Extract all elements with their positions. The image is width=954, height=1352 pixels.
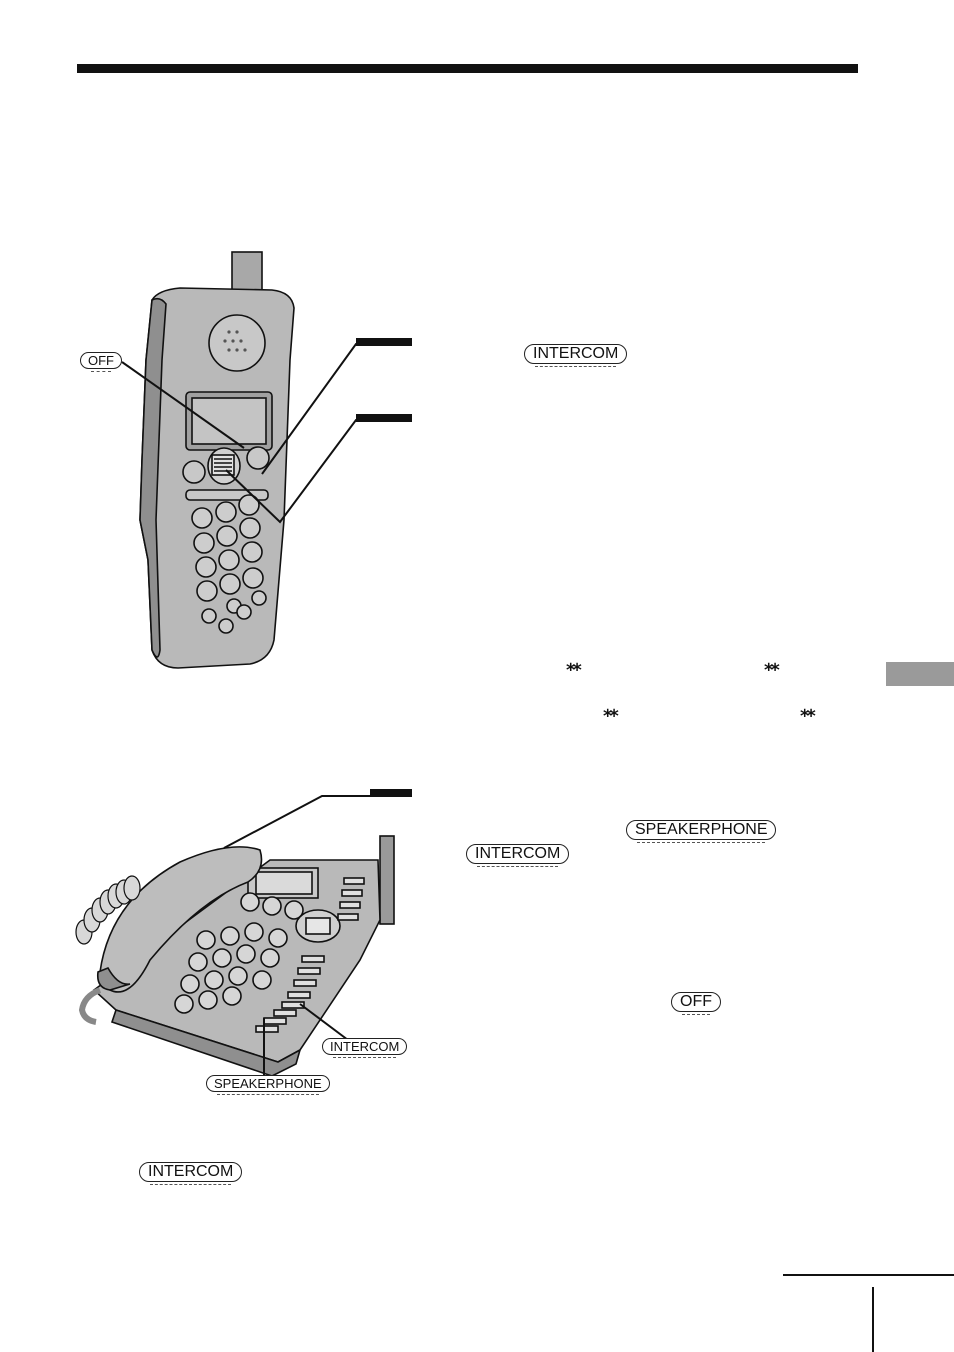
intercom-callout-label: INTERCOM xyxy=(322,1038,408,1058)
callout-arrow-3 xyxy=(370,789,412,797)
bottom-rule xyxy=(783,1274,954,1276)
callout-arrow-1 xyxy=(356,338,412,346)
base-handset xyxy=(99,846,263,993)
intercom-key-label: INTERCOM xyxy=(524,344,628,367)
off-key-label: OFF xyxy=(671,992,721,1015)
star-pair-symbol: ⁎⁎ xyxy=(800,701,816,722)
top-rule xyxy=(77,64,858,73)
cordless-handset-illustration xyxy=(139,251,295,669)
intercom-key-label-2: INTERCOM xyxy=(466,844,570,867)
base-intercom-key xyxy=(305,917,331,935)
handset-earpiece xyxy=(208,314,266,372)
speakerphone-callout-label: SPEAKERPHONE xyxy=(206,1075,330,1095)
speakerphone-key-label: SPEAKERPHONE xyxy=(626,820,777,843)
bottom-vertical-line xyxy=(872,1287,874,1352)
star-pair-symbol: ⁎⁎ xyxy=(603,701,619,722)
handset-keypad xyxy=(191,494,267,634)
earpiece-holes xyxy=(223,330,247,352)
star-pair-symbol: ⁎⁎ xyxy=(764,655,780,676)
base-unit-illustration xyxy=(78,835,395,1077)
star-pair-symbol: ⁎⁎ xyxy=(566,655,582,676)
base-display xyxy=(255,871,313,895)
base-keypad xyxy=(174,892,304,1014)
handset-intercom-key xyxy=(211,454,235,476)
intercom-key-label-3: INTERCOM xyxy=(139,1162,243,1185)
callout-arrow-2 xyxy=(356,414,412,422)
base-coiled-cord xyxy=(75,875,141,945)
base-antenna xyxy=(379,835,395,925)
section-tab xyxy=(886,662,954,686)
base-side-keys xyxy=(255,877,365,1033)
off-button-label: OFF xyxy=(80,352,122,372)
